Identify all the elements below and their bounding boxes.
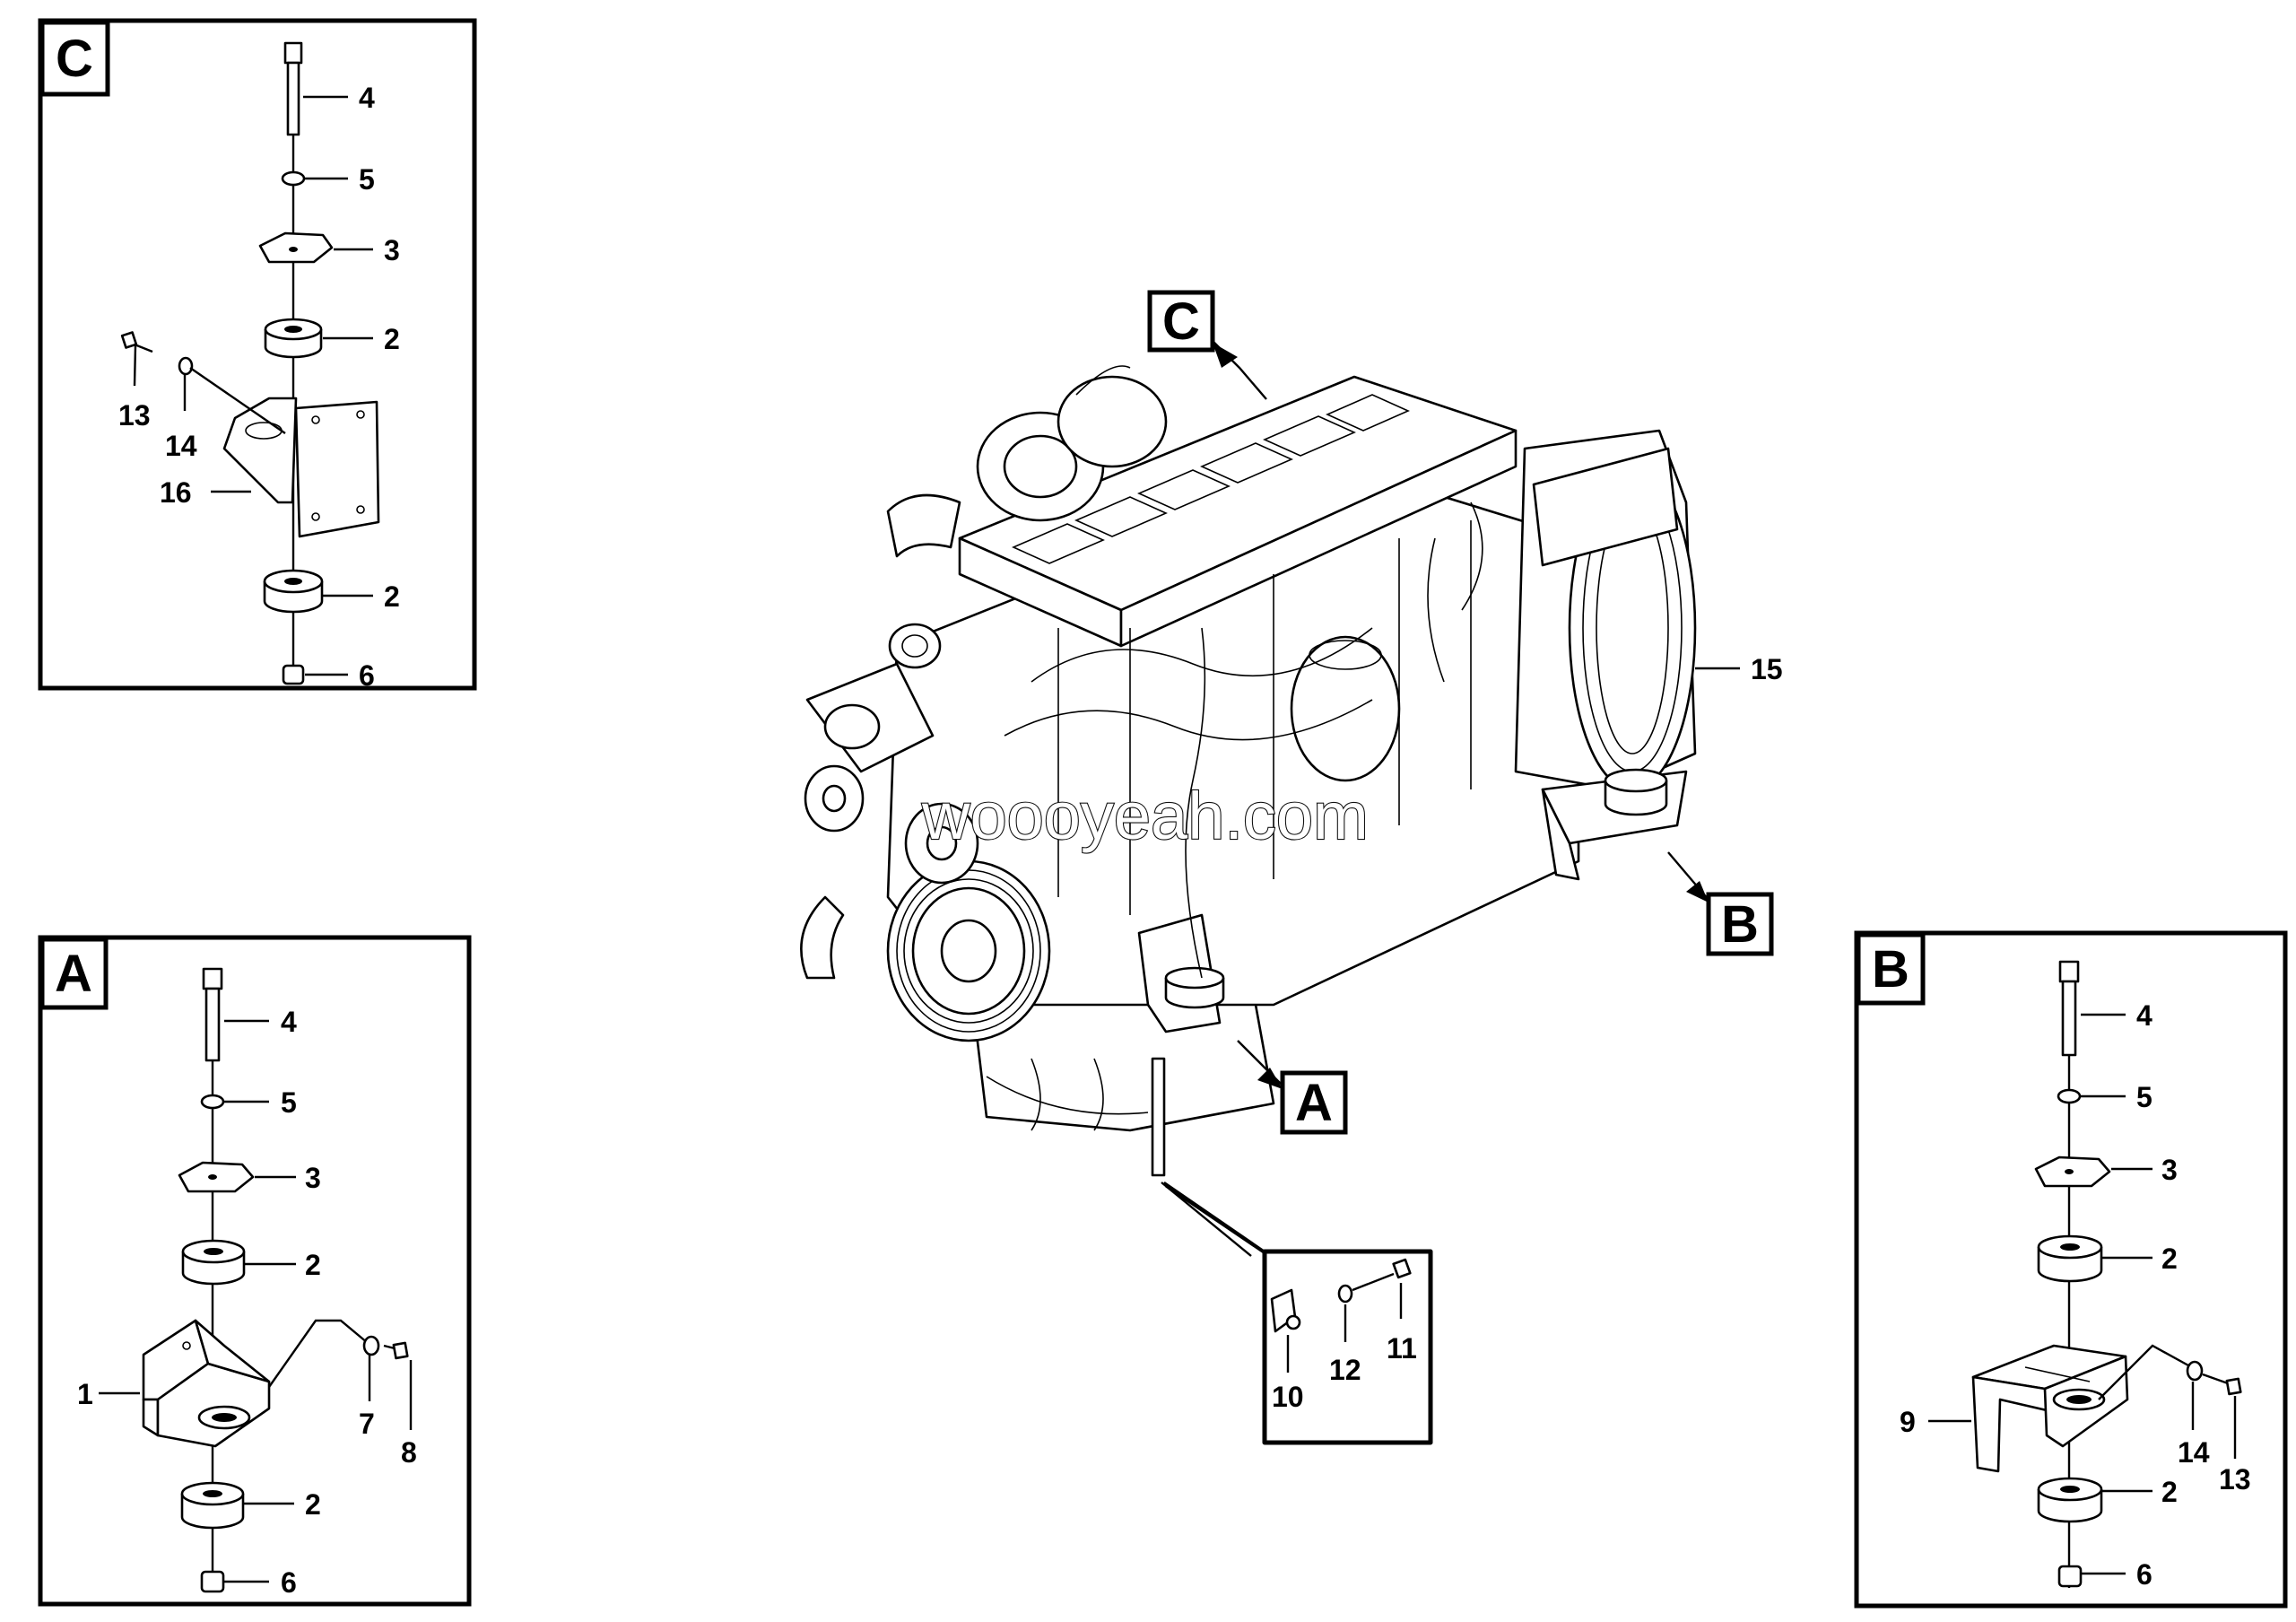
bracket	[142, 1319, 271, 1448]
callout-mount-upper: 2	[384, 323, 400, 355]
callout-mount-upper: 2	[2161, 1243, 2178, 1275]
callout-tag-b: B	[1721, 895, 1759, 954]
callout-bracket-washer: 7	[359, 1408, 375, 1440]
callout-washer: 5	[281, 1086, 297, 1119]
engine-mount-rear	[1541, 768, 1688, 881]
callout-clamp: 10	[1272, 1381, 1304, 1413]
panel-b-tag: B	[1872, 940, 1909, 998]
callout-bracket: 1	[77, 1378, 93, 1410]
callout-bracket-washer: 14	[165, 430, 197, 462]
rubber-mount-upper	[181, 1239, 246, 1286]
nut	[282, 664, 305, 685]
callout-washer: 5	[359, 163, 375, 196]
panel-c-frame	[38, 18, 477, 691]
bracket-washer	[362, 1335, 380, 1356]
main-callout-c: C	[1147, 290, 1267, 400]
panel-a-tag: A	[55, 945, 92, 1003]
engine-mount-front	[1137, 913, 1225, 1033]
belt-tensioner	[804, 764, 865, 833]
rubber-mount-upper	[264, 318, 323, 359]
panel-a-frame	[38, 935, 472, 1607]
crankshaft-pulley	[886, 859, 1051, 1042]
callout-bracket-washer: 14	[2178, 1436, 2210, 1469]
bolt	[283, 41, 303, 136]
detail-panel-a: A	[38, 935, 472, 1607]
callout-bracket: 9	[1900, 1406, 1916, 1438]
panel-c-tag-box	[39, 20, 110, 97]
callout-bracket-bolt: 8	[401, 1436, 417, 1469]
bracket-bolt	[2202, 1373, 2242, 1396]
bracket-washer	[178, 356, 194, 376]
block-details	[986, 520, 1472, 1131]
fan-pulley	[904, 802, 979, 885]
clamp-washer	[1337, 1284, 1353, 1304]
callout-tag-c: C	[1162, 292, 1200, 351]
bracket-bolt	[120, 331, 153, 353]
injector-covers	[1012, 394, 1410, 564]
turbocharger	[886, 365, 1168, 558]
rubber-mount-upper	[2037, 1234, 2103, 1283]
bracket	[1971, 1344, 2129, 1473]
callout-nut: 6	[281, 1566, 297, 1599]
washer	[281, 170, 306, 187]
callout-mount-lower: 2	[305, 1488, 321, 1521]
callout-bolt: 4	[2136, 999, 2152, 1032]
flywheel-housing	[1514, 429, 1697, 791]
callout-nut: 6	[359, 659, 375, 692]
nut	[2057, 1565, 2083, 1588]
engine-assembly	[800, 365, 1697, 1177]
washer	[200, 1094, 225, 1110]
oil-filter	[1290, 635, 1401, 782]
wiring-harness	[1004, 501, 1483, 979]
thermostat-housing	[888, 623, 942, 669]
callout-bracket-bolt: 13	[2219, 1463, 2251, 1496]
plate	[258, 231, 334, 264]
callout-tag-a: A	[1295, 1074, 1333, 1132]
callout-bracket: 16	[160, 476, 192, 509]
dipstick-tube	[1151, 1057, 1166, 1177]
plate	[178, 1161, 255, 1193]
callout-bolt: 4	[281, 1006, 297, 1038]
washer	[2057, 1088, 2082, 1104]
callout-nut: 6	[2136, 1558, 2152, 1591]
callout-washer: 5	[2136, 1081, 2152, 1113]
callout-flywheel-housing: 15	[1751, 653, 1783, 685]
callout-plate: 3	[305, 1162, 321, 1194]
detail-box-clamp: 10 11 12	[1161, 1182, 1433, 1445]
coolant-pump	[800, 662, 935, 980]
panel-b-tag-box	[1856, 932, 1926, 1006]
bracket-washer	[2186, 1360, 2204, 1382]
clamp	[1270, 1288, 1301, 1333]
plate	[2034, 1155, 2111, 1188]
callout-clamp-washer: 12	[1329, 1354, 1361, 1386]
main-callout-b: B	[1667, 851, 1774, 956]
main-callout-a: A	[1237, 1040, 1348, 1135]
rubber-mount-lower	[180, 1481, 245, 1530]
callout-bolt: 4	[359, 82, 375, 114]
clamp-bolt	[1392, 1258, 1412, 1279]
bracket-bolt	[383, 1341, 409, 1360]
callout-mount-lower: 2	[384, 580, 400, 613]
callout-clamp-bolt: 11	[1387, 1332, 1417, 1365]
detail-panel-c: C	[38, 18, 477, 692]
callout-bracket-bolt: 13	[118, 399, 151, 432]
bolt	[2058, 960, 2080, 1057]
callout-mount-upper: 2	[305, 1249, 321, 1281]
nut	[200, 1570, 225, 1593]
callout-mount-lower: 2	[2161, 1476, 2178, 1508]
panel-a-tag-box	[39, 937, 109, 1010]
callout-plate: 3	[384, 234, 400, 266]
rubber-mount-lower	[2037, 1477, 2103, 1523]
bracket	[222, 397, 380, 538]
panel-c-tag: C	[56, 30, 93, 88]
bolt	[202, 967, 223, 1062]
rubber-mount-lower	[263, 569, 324, 614]
detail-panel-b: B	[1854, 930, 2288, 1609]
callout-plate: 3	[2161, 1154, 2178, 1186]
watermark: woooyeah.com	[921, 779, 1369, 853]
